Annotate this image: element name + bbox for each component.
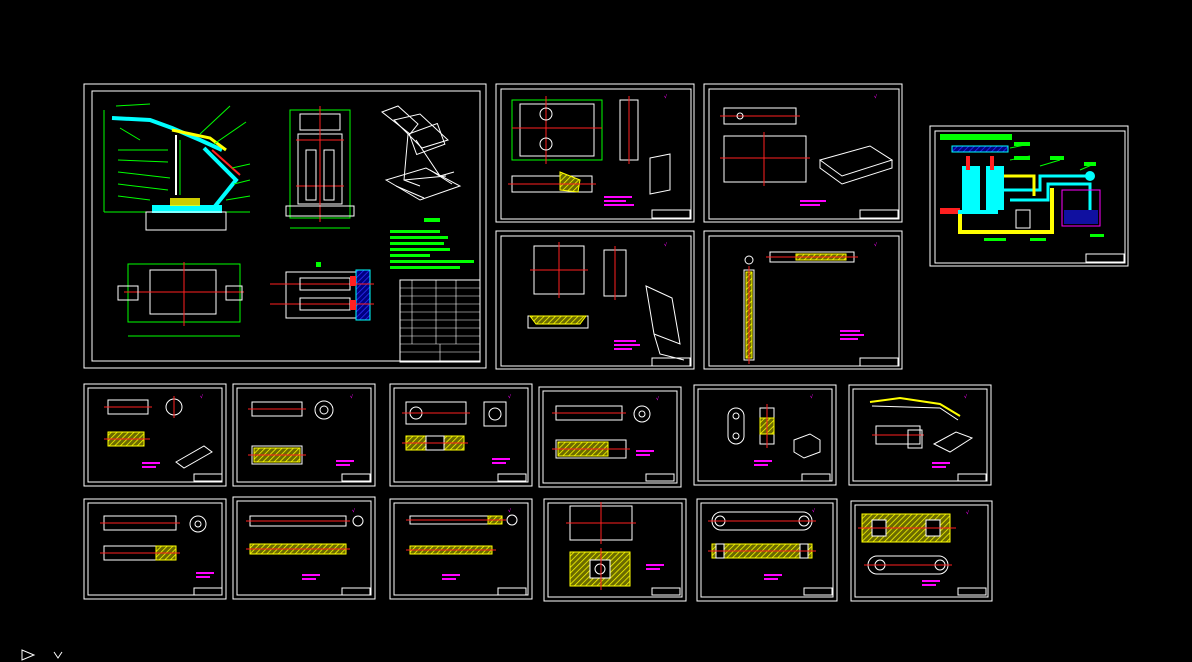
sheet-part-shaft-1[interactable] — [83, 498, 227, 600]
sheet-part-link-1[interactable]: √ — [693, 384, 837, 486]
svg-text:√: √ — [664, 242, 667, 248]
svg-text:√: √ — [812, 508, 815, 514]
svg-text:√: √ — [810, 394, 813, 400]
svg-text:√: √ — [508, 394, 511, 400]
sheet-part-sleeve-3[interactable]: √ — [538, 386, 682, 488]
arm-side-view — [103, 103, 251, 231]
sheet-assembly-main[interactable] — [83, 83, 487, 369]
svg-text:√: √ — [874, 242, 877, 248]
sheet-hydraulic-schematic[interactable] — [929, 125, 1129, 267]
sheet-part-box[interactable]: √ — [703, 83, 903, 223]
sheet-part-sleeve-1[interactable]: √ — [83, 383, 227, 487]
sheet-part-plate-1[interactable]: √ — [495, 83, 695, 223]
sheet-part-block-1[interactable]: √ — [389, 383, 533, 487]
sheet-part-gripper[interactable]: √ — [848, 384, 992, 486]
gripper-section-view — [270, 262, 374, 321]
sheet-part-sleeve-2[interactable]: √ — [232, 383, 376, 487]
sheet-part-rod-long[interactable]: √ — [703, 230, 903, 370]
svg-text:√: √ — [964, 394, 967, 400]
arm-front-view — [285, 106, 355, 229]
sheet-part-fork[interactable]: √ — [850, 500, 993, 602]
svg-text:√: √ — [200, 394, 203, 400]
svg-text:√: √ — [664, 94, 667, 100]
svg-text:√: √ — [508, 508, 511, 514]
sheet-part-block-2[interactable] — [543, 498, 687, 602]
svg-text:√: √ — [874, 94, 877, 100]
parts-list-table — [399, 279, 481, 363]
arm-iso-view — [380, 105, 462, 201]
svg-text:√: √ — [352, 508, 355, 514]
sheet-part-link-2[interactable]: √ — [696, 498, 838, 602]
sheet-part-shaft-2[interactable]: √ — [232, 496, 376, 600]
sheet-part-bracket[interactable]: √ — [495, 230, 695, 370]
arm-top-view — [117, 262, 244, 337]
sheet-part-shaft-3[interactable]: √ — [389, 498, 533, 600]
svg-text:√: √ — [656, 396, 659, 402]
tech-requirements-block — [390, 218, 474, 269]
svg-text:√: √ — [966, 510, 969, 516]
ucs-axis-icon — [21, 649, 63, 661]
svg-text:√: √ — [350, 394, 353, 400]
